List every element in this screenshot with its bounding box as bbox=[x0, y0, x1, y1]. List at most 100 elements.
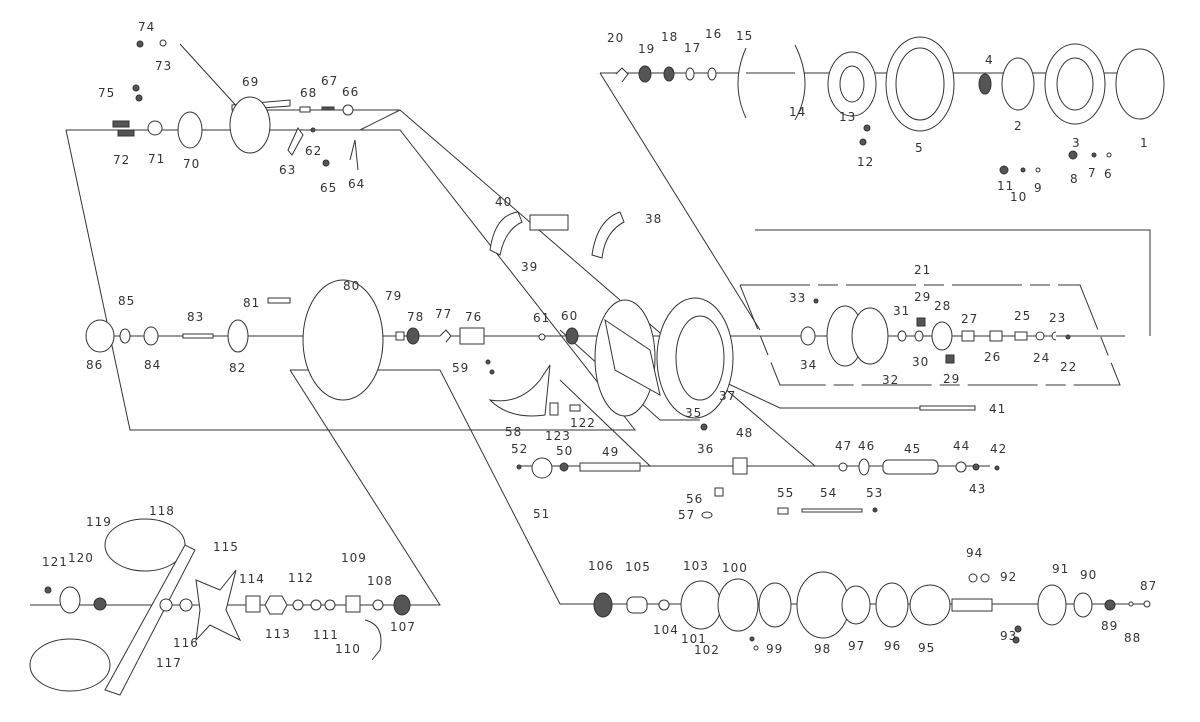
part-3-inner bbox=[1056, 57, 1094, 111]
label-98: 98 bbox=[814, 642, 831, 656]
part-62 bbox=[310, 127, 316, 133]
guide-top-diagonal bbox=[599, 72, 761, 331]
label-29b: 29 bbox=[943, 372, 960, 386]
label-26: 26 bbox=[984, 350, 1001, 364]
part-115-star-drag bbox=[195, 569, 242, 642]
part-22 bbox=[1065, 334, 1071, 340]
label-45: 45 bbox=[904, 442, 921, 456]
part-80-side-plate bbox=[302, 279, 384, 401]
part-29a bbox=[916, 317, 926, 327]
part-1-cover-glass bbox=[1115, 48, 1165, 120]
part-89 bbox=[1104, 599, 1116, 611]
label-68: 68 bbox=[300, 86, 317, 100]
label-9: 9 bbox=[1034, 181, 1043, 195]
part-19-bearing bbox=[638, 65, 652, 83]
label-44: 44 bbox=[953, 439, 970, 453]
part-113-nut bbox=[264, 595, 288, 615]
part-94a bbox=[968, 573, 978, 583]
label-71: 71 bbox=[148, 152, 165, 166]
part-75a bbox=[132, 84, 140, 92]
label-100: 100 bbox=[722, 561, 748, 575]
part-9 bbox=[1035, 167, 1041, 173]
part-68 bbox=[299, 106, 311, 113]
label-12: 12 bbox=[857, 155, 874, 169]
part-36 bbox=[700, 423, 708, 431]
guide-right bbox=[755, 229, 1151, 336]
label-85: 85 bbox=[118, 294, 135, 308]
part-100-clutch-cup bbox=[717, 578, 759, 632]
guide-worm bbox=[559, 379, 651, 467]
label-29a: 29 bbox=[914, 290, 931, 304]
label-1: 1 bbox=[1140, 136, 1149, 150]
label-123: 123 bbox=[545, 429, 571, 443]
label-28: 28 bbox=[934, 299, 951, 313]
part-11 bbox=[999, 165, 1009, 175]
part-109 bbox=[345, 595, 361, 613]
label-70: 70 bbox=[183, 157, 200, 171]
part-102 bbox=[753, 645, 759, 651]
part-92-shaft bbox=[951, 598, 993, 612]
part-12a bbox=[863, 124, 871, 132]
label-40: 40 bbox=[495, 195, 512, 209]
part-56 bbox=[714, 487, 724, 497]
label-24: 24 bbox=[1033, 351, 1050, 365]
label-43: 43 bbox=[969, 482, 986, 496]
label-47: 47 bbox=[835, 439, 852, 453]
part-94b bbox=[980, 573, 990, 583]
label-22: 22 bbox=[1060, 360, 1077, 374]
part-40 bbox=[489, 211, 523, 256]
label-66: 66 bbox=[342, 85, 359, 99]
label-93: 93 bbox=[1000, 629, 1017, 643]
label-122: 122 bbox=[570, 416, 596, 430]
label-119: 119 bbox=[86, 515, 112, 529]
label-88: 88 bbox=[1124, 631, 1141, 645]
label-30: 30 bbox=[912, 355, 929, 369]
label-76: 76 bbox=[465, 310, 482, 324]
label-5: 5 bbox=[915, 141, 924, 155]
part-17-washer bbox=[685, 67, 695, 81]
spool-assembly-frame bbox=[739, 284, 1121, 386]
part-76-pinion bbox=[459, 327, 485, 345]
part-91-gear bbox=[1037, 584, 1067, 626]
label-38: 38 bbox=[645, 212, 662, 226]
part-81-screw bbox=[267, 297, 291, 304]
label-108: 108 bbox=[367, 574, 393, 588]
label-6: 6 bbox=[1104, 167, 1113, 181]
label-3: 3 bbox=[1072, 136, 1081, 150]
part-58 bbox=[488, 364, 551, 417]
label-112: 112 bbox=[288, 571, 314, 585]
part-60-bearing bbox=[565, 327, 579, 345]
part-55 bbox=[777, 507, 789, 515]
label-53: 53 bbox=[866, 486, 883, 500]
part-18-bearing bbox=[663, 66, 675, 82]
part-95-ratchet bbox=[909, 584, 951, 626]
label-52: 52 bbox=[511, 442, 528, 456]
label-13: 13 bbox=[839, 110, 856, 124]
part-67 bbox=[321, 106, 335, 111]
part-82-oring bbox=[227, 319, 249, 353]
part-63 bbox=[287, 127, 304, 156]
part-spool-flange-right bbox=[851, 307, 889, 365]
part-46 bbox=[858, 458, 870, 476]
label-33: 33 bbox=[789, 291, 806, 305]
part-71 bbox=[147, 120, 163, 136]
label-82: 82 bbox=[229, 361, 246, 375]
label-92: 92 bbox=[1000, 570, 1017, 584]
part-29b bbox=[945, 354, 955, 364]
part-26 bbox=[989, 330, 1003, 342]
part-labels: 1 2 3 4 5 6 7 8 9 10 11 12 13 14 15 16 1… bbox=[42, 20, 1156, 670]
part-118-handle-arm bbox=[104, 544, 196, 696]
part-28 bbox=[931, 321, 953, 351]
part-106-bearing bbox=[593, 592, 613, 618]
label-101: 101 bbox=[681, 632, 707, 646]
label-72: 72 bbox=[113, 153, 130, 167]
part-5-inner bbox=[895, 47, 945, 121]
part-6 bbox=[1106, 152, 1112, 158]
part-72b bbox=[117, 129, 135, 137]
label-121: 121 bbox=[42, 555, 68, 569]
part-122 bbox=[569, 404, 581, 412]
part-116 bbox=[179, 598, 193, 612]
part-64 bbox=[349, 139, 359, 171]
part-90 bbox=[1073, 592, 1093, 618]
part-35-frame-inner bbox=[675, 315, 725, 401]
